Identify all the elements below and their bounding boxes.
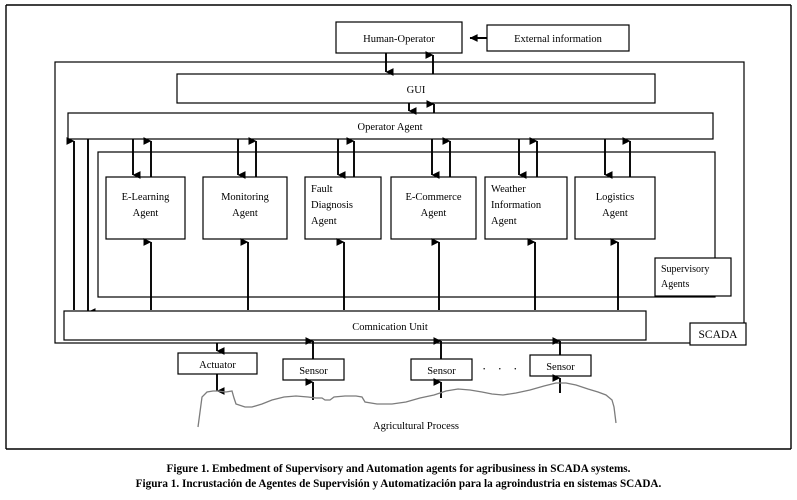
figure-caption-english: Figure 1. Embedment of Supervisory and A… <box>166 463 631 475</box>
agent-box-logistics-agent[interactable] <box>574 176 656 240</box>
supervisory-agents-frame <box>97 151 716 298</box>
figure-caption-spanish: Figura 1. Incrustación de Agentes de Sup… <box>135 478 662 490</box>
actuator-label: Actuator <box>199 360 236 371</box>
supervisory-agents-label-line1: Supervisory <box>661 264 709 275</box>
agent-label-weather-information-agent-line2: Information <box>491 200 542 211</box>
agent-label-e-commerce-agent-line2: Agent <box>421 208 447 219</box>
agricultural-process-label: Agricultural Process <box>373 421 459 432</box>
sensor-label-1: Sensor <box>299 366 328 377</box>
agent-label-logistics-agent-line1: Logistics <box>596 192 635 203</box>
agricultural-process-terrain <box>197 382 617 428</box>
agent-box-weather-information-agent[interactable] <box>484 176 568 240</box>
sensor-label-2: Sensor <box>427 366 456 377</box>
sensor-ellipsis: · · · <box>482 361 522 376</box>
agent-label-fault-diagnosis-agent-line2: Diagnosis <box>311 200 353 211</box>
agent-label-e-commerce-agent-line1: E-Commerce <box>406 192 462 203</box>
agent-box-e-commerce-agent[interactable] <box>390 176 477 240</box>
supervisory-agents-label-line2: Agents <box>661 279 689 290</box>
communication-unit-label: Comnication Unit <box>352 322 428 333</box>
gui-label: GUI <box>407 85 426 96</box>
agent-label-weather-information-agent-line1: Weather <box>491 184 526 195</box>
agent-label-logistics-agent-line2: Agent <box>602 208 628 219</box>
sensor-label-3: Sensor <box>546 362 575 373</box>
scada-frame <box>54 61 745 344</box>
agent-label-fault-diagnosis-agent-line1: Fault <box>311 184 333 195</box>
supervisory-agents-label-box <box>654 257 732 297</box>
agent-label-monitoring-agent-line2: Agent <box>232 208 258 219</box>
agent-label-monitoring-agent-line1: Monitoring <box>221 192 270 203</box>
scada-label-box <box>689 322 747 346</box>
agent-box-fault-diagnosis-agent[interactable] <box>304 176 382 240</box>
operator-agent-label: Operator Agent <box>357 122 422 133</box>
agent-label-e-learning-agent-line1: E-Learning <box>122 192 171 203</box>
human-operator-label: Human-Operator <box>363 34 435 45</box>
agent-label-fault-diagnosis-agent-line3: Agent <box>311 216 337 227</box>
operator-agent-box[interactable] <box>67 112 714 140</box>
agent-box-e-learning-agent[interactable] <box>105 176 186 240</box>
agent-label-e-learning-agent-line2: Agent <box>133 208 159 219</box>
agent-label-weather-information-agent-line3: Agent <box>491 216 517 227</box>
gui-box[interactable] <box>176 73 656 104</box>
external-information-label: External information <box>514 34 603 45</box>
scada-label: SCADA <box>699 329 739 341</box>
external-information-box[interactable] <box>486 24 630 52</box>
communication-unit-box[interactable] <box>63 310 647 341</box>
human-operator-box[interactable] <box>335 21 463 54</box>
